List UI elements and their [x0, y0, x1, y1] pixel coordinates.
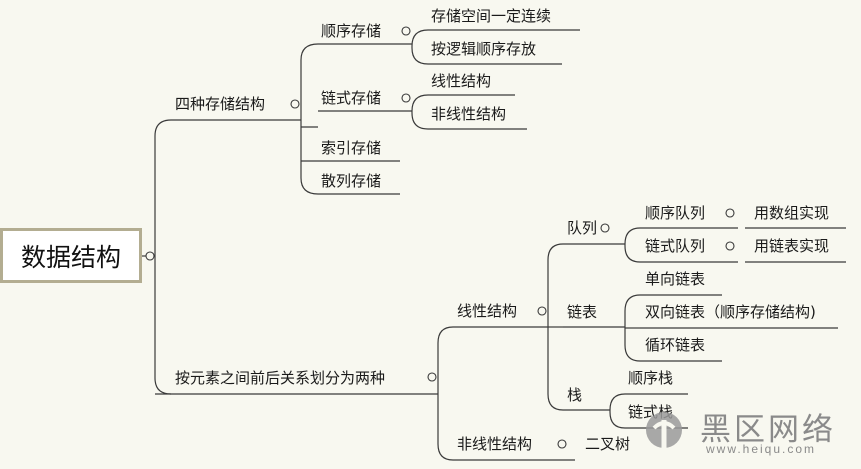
node-circular-linked[interactable]: 循环链表 [645, 336, 706, 354]
node-doubly-linked[interactable]: 双向链表（顺序存储结构) [645, 303, 816, 321]
node-sequential-stack[interactable]: 顺序栈 [628, 369, 674, 387]
node-stack[interactable]: 栈 [567, 386, 583, 404]
node-logical-order[interactable]: 按逻辑顺序存放 [431, 40, 537, 58]
node-linked-list[interactable]: 链表 [567, 303, 598, 321]
node-singly-linked[interactable]: 单向链表 [645, 270, 706, 288]
node-index-storage[interactable]: 索引存储 [321, 139, 382, 157]
node-linked-storage[interactable]: 链式存储 [321, 89, 382, 107]
node-linked-queue[interactable]: 链式队列 [645, 237, 706, 255]
node-linear-structure-2[interactable]: 线性结构 [457, 302, 518, 320]
node-binary-tree[interactable]: 二叉树 [585, 435, 631, 453]
watermark-logo-icon [646, 412, 682, 460]
node-partition-by-relation[interactable]: 按元素之间前后关系划分为两种 [175, 369, 386, 387]
node-array-impl[interactable]: 用数组实现 [754, 204, 830, 222]
node-nonlinear-structure-2[interactable]: 非线性结构 [457, 435, 533, 453]
node-queue[interactable]: 队列 [567, 219, 598, 237]
node-nonlinear-structure-1[interactable]: 非线性结构 [431, 105, 507, 123]
watermark: 黑区网络 www.heiqu.com [640, 404, 861, 469]
node-contiguous-space[interactable]: 存储空间一定连续 [431, 7, 552, 25]
root-node[interactable]: 数据结构 [0, 228, 142, 283]
node-four-storage-structures[interactable]: 四种存储结构 [175, 95, 266, 113]
node-sequential-storage[interactable]: 顺序存储 [321, 22, 382, 40]
watermark-text: 黑区网络 [700, 412, 836, 448]
node-linkedlist-impl[interactable]: 用链表实现 [754, 237, 830, 255]
node-hash-storage[interactable]: 散列存储 [321, 172, 382, 190]
watermark-url: www.heiqu.com [706, 442, 817, 456]
node-sequential-queue[interactable]: 顺序队列 [645, 204, 706, 222]
node-linear-structure-1[interactable]: 线性结构 [431, 72, 492, 90]
